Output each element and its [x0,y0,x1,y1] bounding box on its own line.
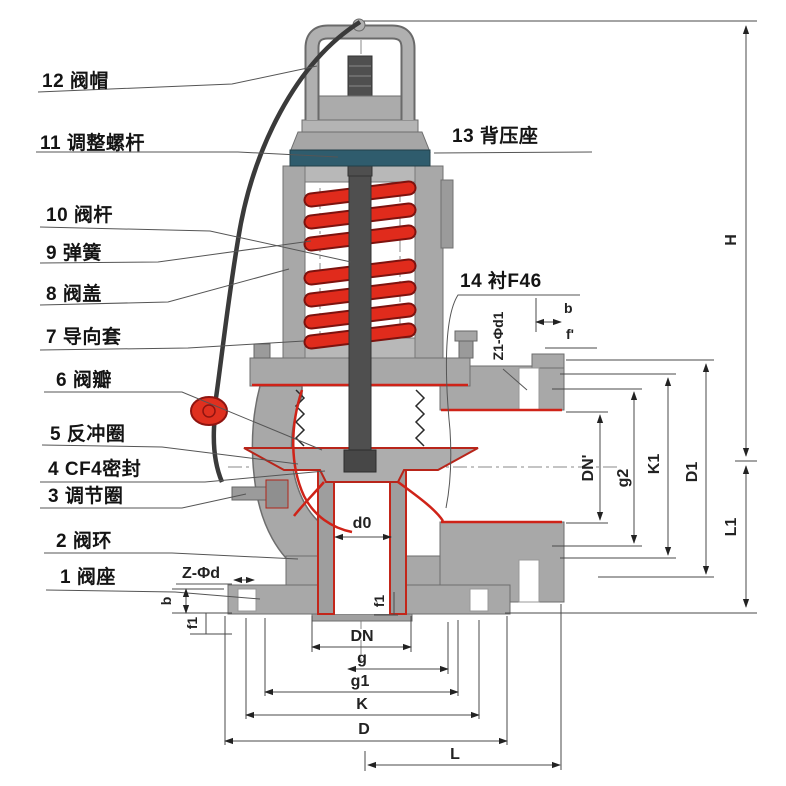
lead-seal [190,396,228,426]
adjusting-ring [265,479,289,509]
part-label-1-valve-seat: 1 阀座 [60,567,116,588]
part-label-12-valve-cap: 12 阀帽 [42,71,109,92]
part-label-3-adjusting-ring: 3 调节圈 [48,486,124,507]
back-pressure-seat-band [289,149,431,167]
part-label-5-blowdown-ring: 5 反冲圈 [50,424,126,445]
part-label-6-disc: 6 阀瓣 [56,370,112,391]
part-label-4-cf4-seal: 4 CF4密封 [48,459,142,480]
part-label-7-guide-sleeve: 7 导向套 [46,327,122,348]
dim-label-H: H [723,234,740,246]
dim-label-b-left: b [158,596,174,606]
dim-label-K: K [356,696,368,713]
part-label-9-spring: 9 弹簧 [46,243,102,264]
seal-wire [211,20,362,483]
disc-spring-right [414,389,426,447]
dim-label-Z1-phi-d1: Z1-Φd1 [490,311,506,361]
dim-label-g1: g1 [350,673,370,690]
dim-label-D1: D1 [684,461,701,483]
dim-label-f1-left: f1 [184,616,200,630]
disc-nut [343,449,377,473]
disc-spring-left [294,389,306,447]
dim-label-d0: d0 [352,515,372,532]
dim-label-L1: L1 [723,517,740,537]
dim-label-g2: g2 [615,468,632,488]
part-label-8-bonnet: 8 阀盖 [46,284,102,305]
dim-label-K1: K1 [646,453,663,475]
part-label-13-back-pressure-seat: 13 背压座 [452,126,539,147]
dim-label-DN-out: DN' [580,454,597,482]
dim-label-f1-center: f1 [371,594,387,608]
dim-label-DN: DN [350,628,374,645]
dim-label-b-right: b [564,300,573,316]
nozzle-seat [231,467,407,615]
dimension-lines [172,20,757,771]
part-label-2-valve-ring: 2 阀环 [56,531,112,552]
valve-cap [289,95,431,167]
dim-label-Z-phi-d: Z-Φd [181,565,221,582]
adjusting-ring-bolt [231,486,269,501]
dim-label-D: D [358,721,370,738]
dim-label-L: L [450,746,460,763]
dim-label-g: g [357,650,367,667]
leader-lines [36,65,593,600]
part-label-14-f46-lining: 14 衬F46 [460,271,542,292]
part-label-11-adjusting-screw: 11 调整螺杆 [40,133,145,154]
dim-label-f-right: f' [566,326,574,342]
outlet-flange [439,330,565,603]
f46-lining [252,383,562,534]
part-label-10-valve-stem: 10 阀杆 [46,205,113,226]
